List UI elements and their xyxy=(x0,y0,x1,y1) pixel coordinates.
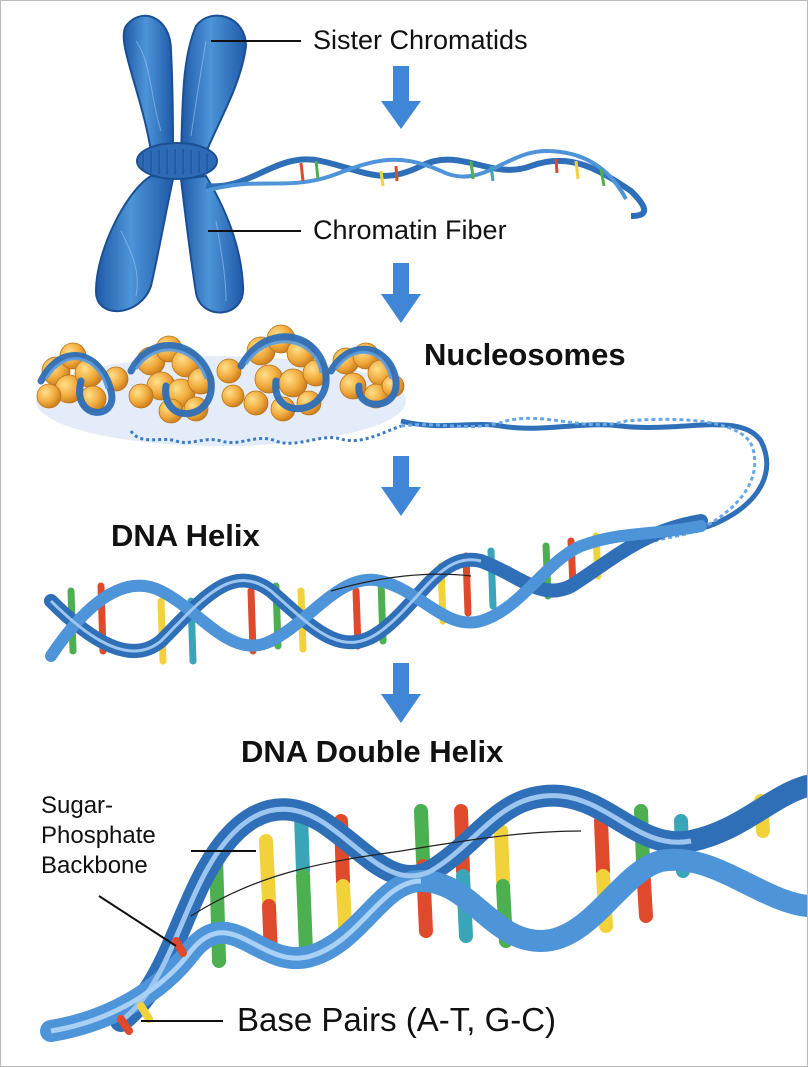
arrow-down-icon xyxy=(381,66,421,129)
label-phosphate-line: Phosphate xyxy=(41,821,156,851)
label-dna-helix: DNA Helix xyxy=(111,518,260,554)
label-chromatin-fiber: Chromatin Fiber xyxy=(313,215,507,246)
arrow-down-icon xyxy=(381,663,421,723)
leader-backbone xyxy=(99,896,176,946)
arrow-down-icon xyxy=(381,456,421,516)
label-sister-chromatids: Sister Chromatids xyxy=(313,25,528,56)
label-dna-double-helix: DNA Double Helix xyxy=(241,734,503,770)
label-backbone-line: Backbone xyxy=(41,851,156,881)
label-nucleosomes: Nucleosomes xyxy=(424,337,626,373)
dna-double-helix xyxy=(51,786,807,1031)
label-sugar-phosphate-backbone: Sugar- Phosphate Backbone xyxy=(41,791,156,881)
label-sugar-line: Sugar- xyxy=(41,791,156,821)
arrow-down-icon xyxy=(381,263,421,323)
chromosome xyxy=(96,16,246,313)
label-base-pairs: Base Pairs (A-T, G-C) xyxy=(237,1001,556,1039)
chromatin-strand xyxy=(206,151,644,216)
